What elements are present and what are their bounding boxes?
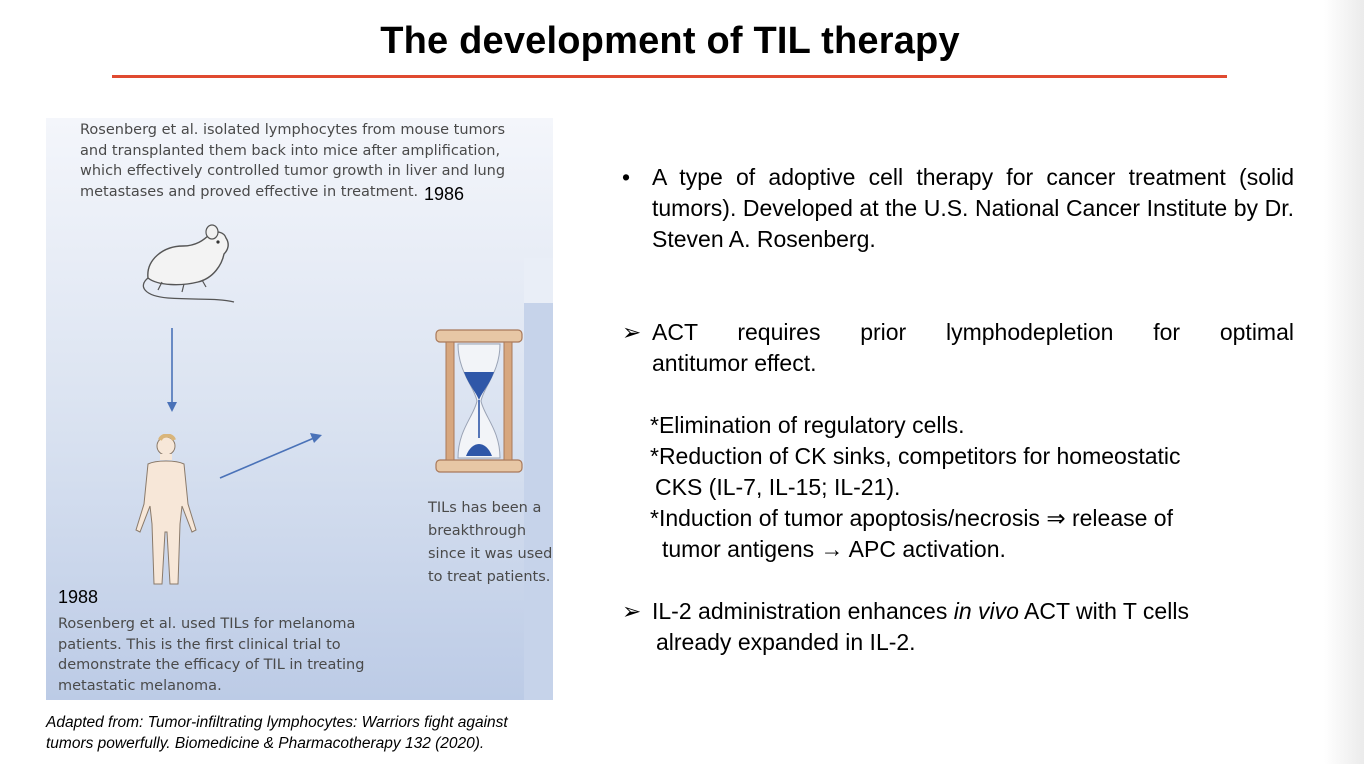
sub-point-3-line-1: *Induction of tumor apoptosis/necrosis ⇒… — [650, 505, 1173, 531]
til-history-figure: Rosenberg et al. isolated lymphocytes fr… — [46, 118, 553, 700]
figure-caption: Adapted from: Tumor-infiltrating lymphoc… — [46, 712, 586, 754]
bullet-2-body: ACT requires prior lymphodepletion for o… — [652, 317, 1294, 379]
figure-text-1988: Rosenberg et al. used TILs for melanoma … — [58, 616, 365, 694]
bullet-3-line-2: already expanded in IL-2. — [656, 629, 916, 655]
arrow-bullet-marker: ➢ — [622, 319, 642, 345]
arrow-bullet-marker: ➢ — [622, 598, 642, 624]
title-underline — [112, 75, 1227, 78]
caption-line-1: Adapted from: Tumor-infiltrating lymphoc… — [46, 714, 508, 731]
bullet-3-line-1: IL-2 administration enhances in vivo ACT… — [652, 596, 1294, 627]
sub-point-1: *Elimination of regulatory cells. — [650, 412, 965, 438]
bullet-2-line-2: antitumor effect. — [652, 350, 817, 376]
slide-edge-shade — [1324, 0, 1364, 764]
down-arrow-icon — [167, 328, 177, 412]
caption-line-2: tumors powerfully. Biomedicine & Pharmac… — [46, 735, 485, 752]
bullet-3-italic: in vivo — [953, 598, 1019, 624]
figure-text-1986: Rosenberg et al. isolated lymphocytes fr… — [80, 122, 506, 200]
bullet-2-line-1: ACT requires prior lymphodepletion for o… — [652, 319, 1294, 345]
figure-side-strip — [524, 303, 553, 700]
bullet-3-body: IL-2 administration enhances in vivo ACT… — [652, 596, 1294, 658]
bullet-1-text: A type of adoptive cell therapy for canc… — [652, 164, 1294, 252]
bullet-3: ➢ IL-2 administration enhances in vivo A… — [622, 596, 1294, 658]
sub-point-2-line-1: *Reduction of CK sinks, competitors for … — [650, 443, 1181, 469]
bullet-3-post: ACT with T cells — [1018, 598, 1189, 624]
figure-year-1986: 1986 — [424, 184, 465, 204]
figure-side-strip-top — [524, 258, 553, 303]
slide-title: The development of TIL therapy — [380, 20, 960, 62]
spacer — [622, 255, 1294, 317]
bullet-1: • A type of adoptive cell therapy for ca… — [622, 162, 1294, 255]
diagonal-arrow-icon — [219, 433, 322, 479]
bullet-marker: • — [622, 164, 631, 190]
human-figure-icon — [135, 434, 197, 585]
mouse-icon — [142, 224, 235, 303]
bullet-2: ➢ ACT requires prior lymphodepletion for… — [622, 317, 1294, 379]
figure-text-breakthrough: TILs has been a breakthrough since it wa… — [428, 500, 553, 585]
slide-content: • A type of adoptive cell therapy for ca… — [622, 162, 1294, 658]
figure-year-1988: 1988 — [58, 587, 99, 607]
hourglass-icon — [435, 329, 523, 473]
sub-point-2-line-2: CKS (IL-7, IL-15; IL-21). — [655, 474, 901, 500]
spacer — [622, 565, 1294, 596]
bullet-3-pre: IL-2 administration enhances — [652, 598, 954, 624]
sub-point-3-line-2: tumor antigens → APC activation. — [662, 536, 1006, 562]
spacer — [622, 379, 1294, 410]
